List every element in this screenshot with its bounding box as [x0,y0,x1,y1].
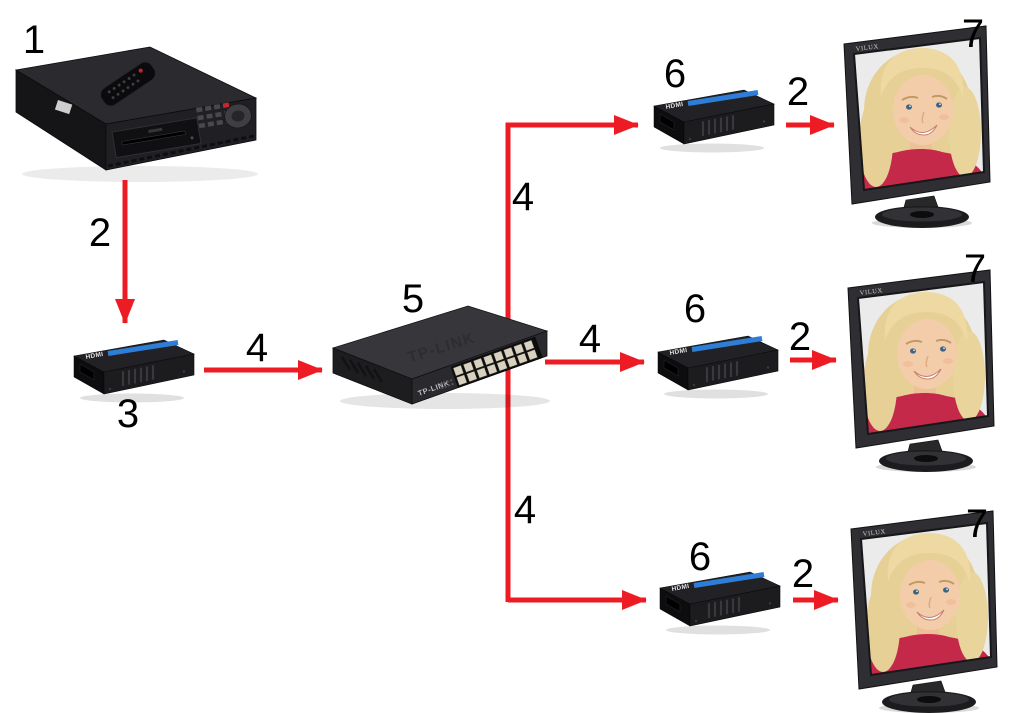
label-receiver-bottom: 6 [689,535,711,579]
dvr-vent-strip [107,134,255,168]
label-dvr: 1 [23,18,45,62]
label-link-switch-to-rx-top: 4 [512,175,534,219]
dvd-badge [148,127,163,133]
jog-dial [224,103,252,129]
hdmi-receiver-top [654,90,774,153]
label-transmitter: 3 [117,392,139,436]
label-link-switch-to-rx-bottom: 4 [514,488,536,532]
label-link-rx-top-to-monitor: 2 [787,70,809,114]
monitor-top [844,26,990,228]
hdmi-receiver-bottom [660,572,780,635]
dvr-sticker [54,100,73,115]
label-monitor-bottom: 7 [966,502,988,546]
label-link-rx-middle-to-monitor: 2 [789,315,811,359]
network-switch: TP-LINK TP-LINK [331,305,550,409]
switch-leds [439,379,454,389]
label-switch: 5 [402,277,424,321]
label-link-dvr-to-tx: 2 [89,211,111,255]
label-monitor-middle: 7 [964,247,986,291]
switch-shadow [340,393,550,409]
rj45-port-block [450,336,543,388]
eject-button [190,136,194,140]
label-receiver-top: 6 [664,52,686,96]
label-link-tx-to-switch: 4 [246,326,268,370]
switch-side-vents [340,356,384,383]
label-receiver-middle: 6 [684,287,706,331]
remote-power-button [138,68,143,73]
label-link-switch-to-rx-middle: 4 [579,317,601,361]
label-monitor-top: 7 [962,12,984,56]
dvd-slot [121,130,186,146]
dvd-drive [111,117,202,159]
label-link-rx-bottom-to-monitor: 2 [792,552,814,596]
monitor-middle [848,270,994,472]
cable-switch-to-receiver-top [505,115,639,602]
hdmi-receiver-middle [658,336,778,399]
record-button [222,102,230,108]
remote-control [100,61,156,107]
dvr-device [14,46,258,182]
dvr-shadow [22,166,258,182]
